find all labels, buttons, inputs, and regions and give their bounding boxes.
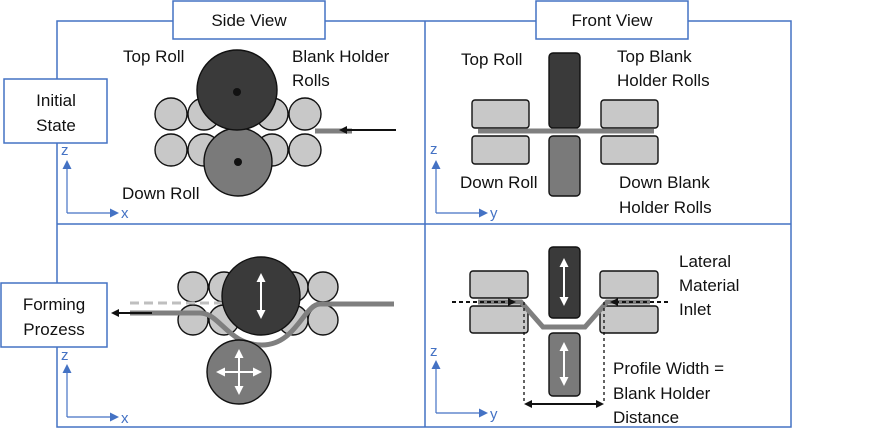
front-view-forming: Lateral Material Inlet Profile Width = B… <box>430 246 739 427</box>
front-down-blank-label: Down Blank <box>619 173 710 192</box>
svg-text:Blank Holder: Blank Holder <box>613 384 711 403</box>
front-view-header: Front View <box>535 0 689 40</box>
svg-text:Prozess: Prozess <box>23 320 84 339</box>
svg-text:Holder Rolls: Holder Rolls <box>619 198 712 217</box>
svg-text:Initial: Initial <box>36 91 76 110</box>
svg-text:Material: Material <box>679 276 739 295</box>
svg-text:Inlet: Inlet <box>679 300 711 319</box>
svg-text:Holder Rolls: Holder Rolls <box>617 71 710 90</box>
side-top-roll-label: Top Roll <box>123 47 184 66</box>
svg-text:x: x <box>121 410 129 427</box>
side-view-initial: Top Roll Blank Holder Rolls Down Roll z … <box>61 47 396 222</box>
front-top-roll-label: Top Roll <box>461 50 522 69</box>
svg-text:State: State <box>36 116 76 135</box>
side-view-forming: z x <box>61 256 394 427</box>
svg-text:Distance: Distance <box>613 408 679 427</box>
lateral-inlet-label: Lateral <box>679 252 731 271</box>
svg-text:z: z <box>430 343 438 360</box>
svg-text:y: y <box>490 406 498 423</box>
front-view-initial: Top Roll Top Blank Holder Rolls Down Rol… <box>430 47 712 222</box>
svg-text:z: z <box>61 142 69 159</box>
svg-text:x: x <box>121 205 129 222</box>
profile-width-label: Profile Width = <box>613 359 724 378</box>
side-blank-holder-label: Blank Holder <box>292 47 390 66</box>
svg-text:Rolls: Rolls <box>292 71 330 90</box>
svg-text:z: z <box>61 347 69 364</box>
front-view-title: Front View <box>572 11 654 30</box>
front-top-roll <box>548 52 581 129</box>
side-view-header: Side View <box>172 0 326 40</box>
forming-process-label: Forming Prozess <box>0 282 108 348</box>
svg-text:y: y <box>490 205 498 222</box>
front-down-roll-label: Down Roll <box>460 173 537 192</box>
side-down-roll-label: Down Roll <box>122 184 199 203</box>
front-top-blank-label: Top Blank <box>617 47 692 66</box>
front-down-roll <box>548 135 581 197</box>
svg-text:z: z <box>430 141 438 158</box>
svg-text:Forming: Forming <box>23 295 85 314</box>
side-view-title: Side View <box>211 11 287 30</box>
initial-state-label: Initial State <box>3 78 108 144</box>
